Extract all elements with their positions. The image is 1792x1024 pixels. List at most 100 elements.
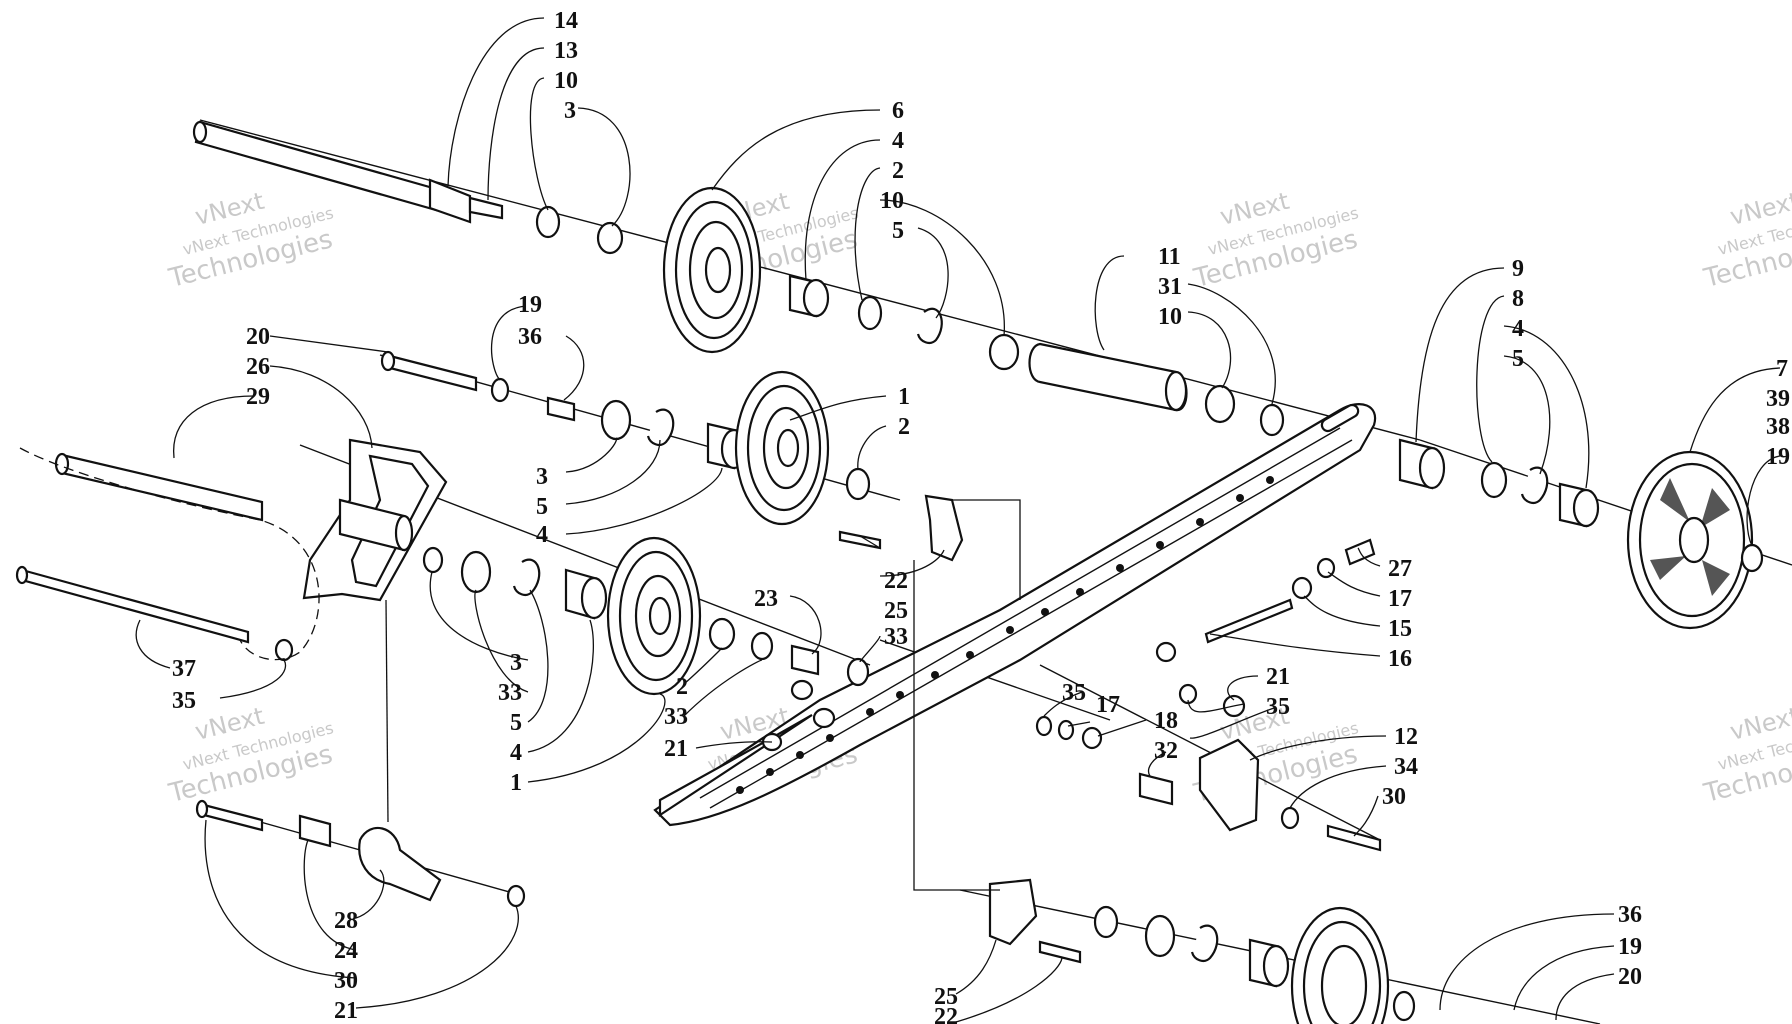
- callout-35: 35: [1062, 680, 1086, 706]
- rail-edge-line: [699, 427, 1341, 799]
- callout-25: 25: [934, 984, 958, 1010]
- bearing-h: [1144, 914, 1176, 958]
- callout-30: 30: [1382, 784, 1406, 810]
- callout-4: 4: [1512, 316, 1524, 342]
- lock-nut: [506, 884, 526, 908]
- bearing-c-face: [1572, 488, 1600, 528]
- pivot-shaft-end: [54, 452, 70, 476]
- callout-16: 16: [1388, 646, 1412, 672]
- callout-23: 23: [754, 586, 778, 612]
- callout-17: 17: [1096, 692, 1120, 718]
- callout-10: 10: [554, 68, 578, 94]
- washer-b: [1259, 403, 1285, 437]
- spacer-tube-end: [1164, 370, 1188, 412]
- pivot-bolt: [198, 802, 264, 832]
- pivot-shaft: [60, 453, 264, 522]
- callout-36: 36: [518, 324, 542, 350]
- pivot-bracket: [358, 826, 442, 902]
- axle-collar-neck: [468, 196, 504, 220]
- rail-hardware-group: [761, 538, 1382, 852]
- bolt-head: [380, 350, 396, 372]
- washer-c: [1740, 543, 1764, 573]
- leader-lines: [135, 17, 1781, 1023]
- nut-a: [790, 679, 814, 701]
- axle-collar: [428, 178, 472, 224]
- callout-26: 26: [246, 354, 270, 380]
- callout-15: 15: [1388, 616, 1412, 642]
- lower-pivot-group: [195, 799, 526, 908]
- washer-f: [274, 638, 294, 662]
- upper-axle-group: [192, 120, 1764, 630]
- callout-36: 36: [1618, 902, 1642, 928]
- callout-8: 8: [1512, 286, 1524, 312]
- long-bolt: [20, 568, 250, 644]
- callout-3: 3: [564, 98, 576, 124]
- callout-27: 27: [1388, 556, 1412, 582]
- callout-12: 12: [1394, 724, 1418, 750]
- nut-b: [812, 707, 836, 729]
- adjuster-nut: [1291, 576, 1313, 600]
- snap-ring-e: [1190, 924, 1219, 962]
- washer-a: [857, 295, 883, 331]
- callout-5: 5: [536, 494, 548, 520]
- pivot-arm-group: [15, 438, 870, 696]
- callout-2: 2: [898, 414, 910, 440]
- idler-wheel-lower: [606, 536, 702, 696]
- callout-19: 19: [1618, 934, 1642, 960]
- idler-wheel-spoked: [1626, 450, 1754, 630]
- washer-o: [1093, 905, 1119, 939]
- callout-2: 2: [892, 158, 904, 184]
- flanged-nut-c: [1204, 384, 1236, 424]
- callout-29: 29: [246, 384, 270, 410]
- callout-21: 21: [1266, 664, 1290, 690]
- callout-9: 9: [1512, 256, 1524, 282]
- callout-19: 19: [518, 292, 542, 318]
- callout-4: 4: [510, 740, 522, 766]
- spacer-sleeve: [546, 396, 576, 422]
- callout-18: 18: [1154, 708, 1178, 734]
- washer-p: [1392, 990, 1416, 1022]
- washer-i: [750, 631, 774, 661]
- washer-j: [846, 657, 870, 687]
- callout-1: 1: [510, 770, 522, 796]
- callout-17: 17: [1388, 586, 1412, 612]
- bottom-bracket: [988, 878, 1038, 946]
- slide-block: [1198, 738, 1260, 832]
- idler-wheel-large: [662, 186, 762, 354]
- bracket-bolt: [838, 530, 882, 550]
- callout-31: 31: [1158, 274, 1182, 300]
- callout-38: 38: [1766, 414, 1790, 440]
- flanged-nut-b: [988, 333, 1020, 371]
- callout-10: 10: [1158, 304, 1182, 330]
- snap-ring-c: [646, 408, 675, 446]
- callout-3: 3: [536, 464, 548, 490]
- washer-d: [490, 377, 510, 403]
- spacer-sleeve-b: [790, 644, 820, 676]
- bottom-axle-group: [988, 878, 1416, 1024]
- callout-25: 25: [884, 598, 908, 624]
- callout-20: 20: [246, 324, 270, 350]
- callout-4: 4: [536, 522, 548, 548]
- group-outline-dashed: [19, 447, 320, 661]
- rail-edge-line-2: [709, 439, 1353, 809]
- bearing-i-face: [1262, 944, 1290, 988]
- long-bolt-head: [15, 565, 29, 585]
- rail-slot: [1320, 403, 1360, 433]
- callout-22: 22: [884, 568, 908, 594]
- callout-5: 5: [892, 218, 904, 244]
- callout-35: 35: [1266, 694, 1290, 720]
- callout-33: 33: [498, 680, 522, 706]
- hub-spacer-face: [1418, 446, 1446, 490]
- callout-22: 22: [934, 1004, 958, 1024]
- middle-axle-group: [380, 350, 964, 562]
- pivot-sleeve: [298, 814, 332, 848]
- callout-6: 6: [892, 98, 904, 124]
- axle-shaft-end: [192, 120, 208, 144]
- callout-39: 39: [1766, 386, 1790, 412]
- adjuster-washer: [1316, 557, 1336, 579]
- adjuster-bolt: [1204, 598, 1294, 644]
- bottom-bracket-bolt: [1038, 940, 1082, 964]
- flanged-nut: [535, 205, 561, 239]
- nut-f: [1081, 726, 1103, 750]
